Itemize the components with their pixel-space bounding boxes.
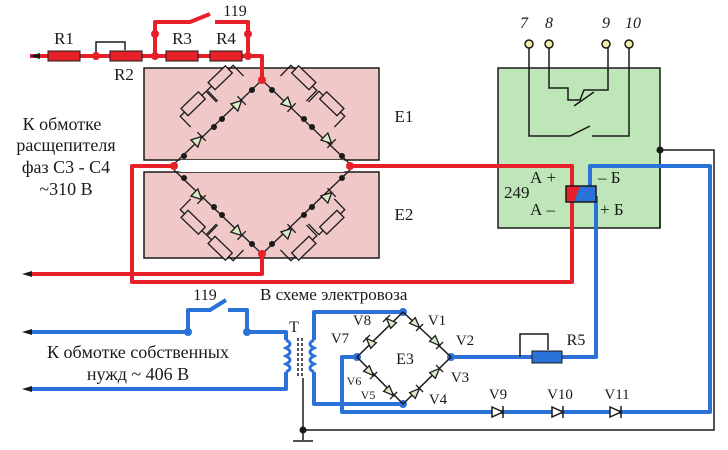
diode-label-v7: V7: [331, 331, 350, 347]
switch-label-119-top: 119: [223, 3, 246, 20]
resistor-r3[interactable]: [165, 50, 199, 62]
diode-v9: [491, 405, 505, 419]
diode-v11: [609, 405, 623, 419]
resistor-r5[interactable]: [531, 350, 563, 364]
relay-coil[interactable]: [565, 185, 597, 203]
arrow-left-top: [30, 53, 40, 59]
relay-coil-blue-half: [574, 186, 596, 202]
series-diodes: [491, 405, 623, 419]
transformer-label: T: [289, 319, 299, 336]
terminal-8[interactable]: [544, 39, 554, 49]
coil-label-b-minus: – Б: [597, 168, 621, 187]
coil-label-a-plus: А +: [530, 168, 556, 187]
diode-label-v10: V10: [547, 387, 573, 403]
r5-rheostat-tap: [519, 333, 549, 357]
diode-label-v9: V9: [489, 387, 507, 403]
resistor-label-r1: R1: [54, 29, 74, 48]
transformer-core: [297, 338, 303, 376]
terminal-7[interactable]: [524, 39, 534, 49]
terminal-label-8: 8: [545, 15, 553, 32]
diode-label-v4: V4: [429, 392, 448, 408]
resistor-label-r2: R2: [114, 65, 134, 84]
terminal-label-7: 7: [520, 15, 529, 32]
r2-rheostat-tap: [95, 41, 126, 56]
rectifier-bridge-e1: [173, 64, 351, 165]
bridge-label-e3: E3: [396, 351, 414, 368]
relay-249-block: [497, 67, 661, 229]
arrow-left-mid: [22, 271, 32, 277]
diode-label-v3: V3: [451, 370, 469, 386]
relay-contacts: [528, 44, 661, 228]
diode-label-v2: V2: [456, 333, 474, 349]
junction-dot: [656, 146, 664, 154]
arrow-left-blue-bottom: [22, 386, 32, 392]
terminal-10[interactable]: [624, 39, 634, 49]
caption-line-3: фаз С3 - С4: [22, 157, 110, 177]
diode-label-v8: V8: [353, 313, 371, 329]
caption-line-4: ~310 В: [39, 179, 92, 199]
diode-label-v1: V1: [428, 313, 446, 329]
caption-line-1: К обмотке: [23, 114, 102, 134]
lower-caption-line-1: К обмотке собственных: [47, 342, 229, 362]
transformer-t: [282, 338, 318, 374]
diode-label-v11: V11: [604, 387, 629, 403]
diode-label-v5: V5: [361, 388, 376, 402]
blue-wires: [30, 164, 712, 414]
diode-v10: [551, 405, 565, 419]
lower-caption-line-2: нужд ~ 406 В: [87, 364, 189, 384]
red-wires: [30, 12, 574, 284]
resistor-label-r3: R3: [172, 29, 192, 48]
relay-number-label: 249: [504, 183, 530, 202]
caption-line-2: расщепителя: [16, 135, 115, 155]
terminal-label-9: 9: [602, 15, 610, 32]
diode-label-v6: V6: [347, 374, 362, 388]
rectifier-block-e2: [143, 171, 380, 259]
bridge-junction-dots: [181, 87, 345, 247]
terminal-9[interactable]: [601, 39, 611, 49]
block-label-e1: E1: [395, 107, 414, 126]
coil-label-b-plus: + Б: [600, 200, 624, 219]
ground-junction-dot: [299, 426, 307, 434]
resistor-r2[interactable]: [109, 50, 143, 62]
resistor-r4[interactable]: [209, 50, 243, 62]
block-label-e2: E2: [395, 205, 414, 224]
lower-section-heading: В схеме электровоза: [260, 285, 408, 304]
e3-diodes: [362, 314, 444, 400]
arrow-left-blue-top: [22, 329, 32, 335]
resistor-r1[interactable]: [47, 50, 81, 62]
red-junction-dots: [92, 30, 354, 258]
resistor-label-r4: R4: [216, 29, 236, 48]
resistor-label-r5: R5: [567, 332, 586, 349]
coil-label-a-minus: А –: [530, 200, 556, 219]
switch-label-119-bottom: 119: [193, 287, 216, 304]
relay-terminals: [524, 39, 634, 49]
rectifier-bridge-e2: [173, 169, 351, 262]
terminal-label-10: 10: [625, 15, 641, 32]
